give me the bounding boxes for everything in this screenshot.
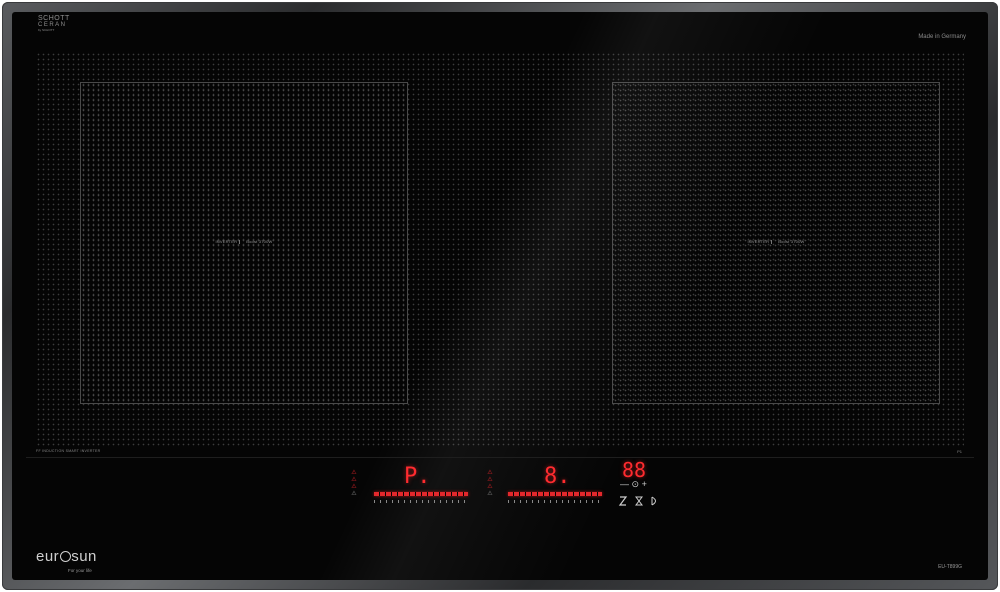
control-icons — [618, 494, 660, 506]
left-power-slider[interactable] — [374, 492, 468, 504]
logo-sun-icon — [59, 551, 71, 562]
right-small-label: P1 — [957, 449, 962, 454]
timer-adjust: — ⊙ + — [620, 479, 647, 490]
warning-icon: ⚠ — [351, 484, 357, 490]
bridge-icon[interactable] — [650, 494, 660, 506]
warning-icon: ⚠ — [487, 491, 493, 497]
timer-display: 88 — [622, 458, 647, 482]
warning-icon: ⚠ — [351, 491, 357, 497]
made-in-label: Made in Germany — [918, 34, 966, 40]
warning-icon: ⚠ — [487, 470, 493, 476]
timer-icon: ⊙ — [631, 479, 640, 489]
left-indicator-stack: ⚠ ⚠ ⚠ ⚠ — [350, 470, 358, 498]
warning-icon: ⚠ — [487, 484, 493, 490]
warning-icon: ⚠ — [487, 477, 493, 483]
hourglass-icon[interactable] — [634, 494, 644, 506]
series-label: FF INDUCTION SMART INVERTER — [36, 449, 101, 453]
left-zone-display: P. — [404, 464, 431, 489]
timer-minus-button[interactable]: — — [620, 479, 629, 489]
warning-icon: ⚠ — [351, 470, 357, 476]
timer-plus-button[interactable]: + — [641, 479, 647, 489]
schott-ceran-logo: SCHOTT CERAN by SCHOTT — [38, 15, 70, 32]
middle-zone-display: 8. — [544, 464, 571, 489]
left-slider-ticks — [374, 500, 468, 503]
model-number: EU-T899G — [938, 564, 962, 570]
control-divider — [26, 457, 974, 458]
middle-indicator-stack: ⚠ ⚠ ⚠ ⚠ — [486, 470, 494, 498]
warning-icon: ⚠ — [351, 477, 357, 483]
middle-power-slider[interactable] — [508, 492, 602, 504]
middle-slider-ticks — [508, 500, 602, 503]
lock-icon[interactable] — [618, 494, 628, 506]
tagline: For your life — [68, 568, 92, 573]
